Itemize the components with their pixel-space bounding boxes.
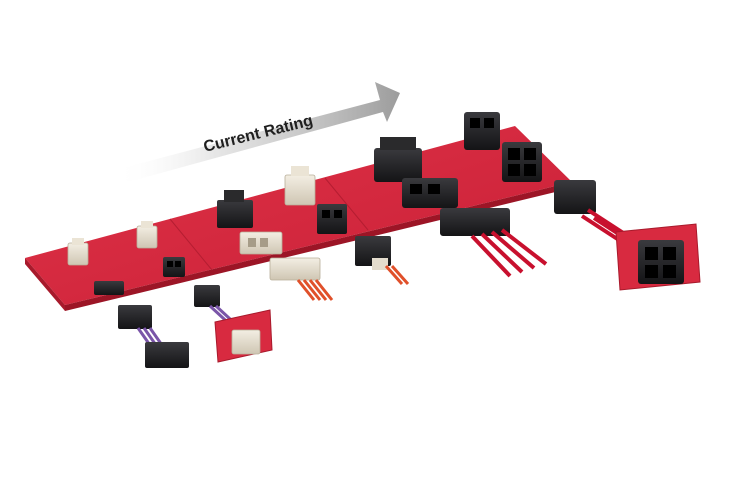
dark-header-tall: [464, 112, 500, 150]
panel-mount-power-cable: [554, 180, 701, 291]
dark-header-small: [163, 257, 185, 277]
dark-header-medium: [217, 190, 253, 228]
board-divider: [169, 218, 213, 271]
dark-header-small: [94, 281, 124, 295]
dark-header-square: [317, 204, 347, 234]
beige-header-small: [67, 238, 89, 266]
board-edge: [25, 258, 65, 311]
beige-plug-orange-wires: [269, 257, 334, 301]
dark-receptacle-large: [402, 178, 458, 208]
dark-receptacle-square: [502, 142, 542, 182]
current-rating-arrow: Current Rating: [115, 82, 400, 182]
board-divider: [324, 177, 369, 231]
beige-header-medium: [284, 166, 316, 206]
beige-receptacle: [239, 231, 283, 255]
dark-plug-orange-wires: [355, 236, 410, 285]
arrow-shape: [115, 82, 400, 182]
purple-cable-assembly: [118, 305, 189, 368]
board-top: [25, 126, 572, 305]
beige-header-small: [136, 221, 158, 249]
panel-mount-purple-cable: [194, 285, 273, 363]
dark-header-large: [374, 137, 422, 182]
dark-plug-red-wires: [440, 208, 548, 278]
